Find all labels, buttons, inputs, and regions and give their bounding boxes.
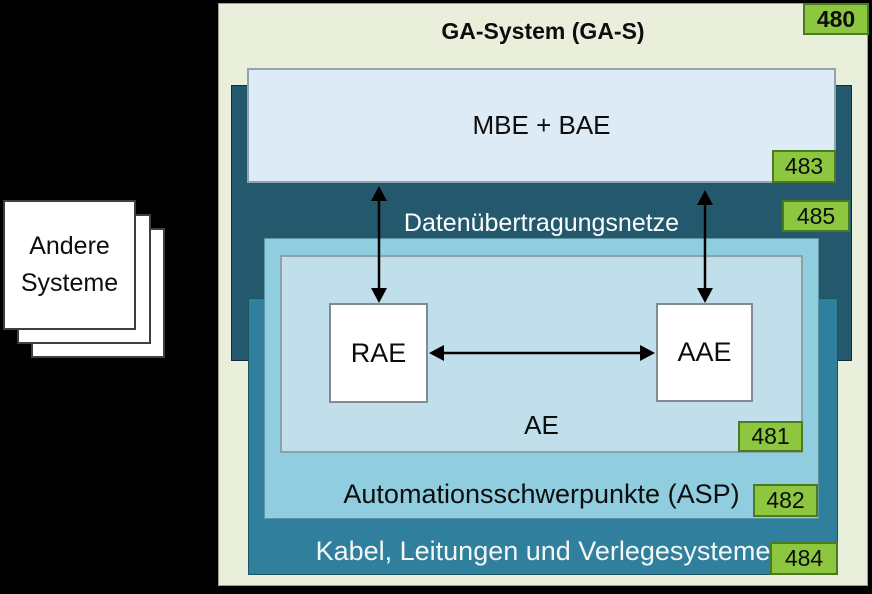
badge-480: 480 xyxy=(803,3,869,35)
ae-label: AE xyxy=(524,410,559,440)
cables-label: Kabel, Leitungen und Verlegesysteme xyxy=(315,536,771,566)
asp-label: Automationsschwerpunkte (ASP) xyxy=(343,479,740,509)
badge-485: 485 xyxy=(782,200,850,232)
badge-483: 483 xyxy=(772,150,836,183)
mbe-bae-label: MBE + BAE xyxy=(472,110,611,140)
badge-484: 484 xyxy=(770,542,838,575)
ga-system-title: GA-System (GA-S) xyxy=(441,18,645,44)
badge-481: 481 xyxy=(738,421,803,452)
rae-label: RAE xyxy=(350,337,407,368)
other-systems-card: Andere Systeme xyxy=(3,200,136,330)
aae-label: AAE xyxy=(677,337,732,367)
rae-box: RAE xyxy=(329,303,428,403)
mbe-bae-box: MBE + BAE xyxy=(247,68,836,183)
data-network-label: Datenübertragungsnetze xyxy=(403,209,680,237)
other-systems-label: Andere Systeme xyxy=(20,231,119,298)
aae-box: AAE xyxy=(656,303,753,402)
badge-482: 482 xyxy=(753,484,818,517)
